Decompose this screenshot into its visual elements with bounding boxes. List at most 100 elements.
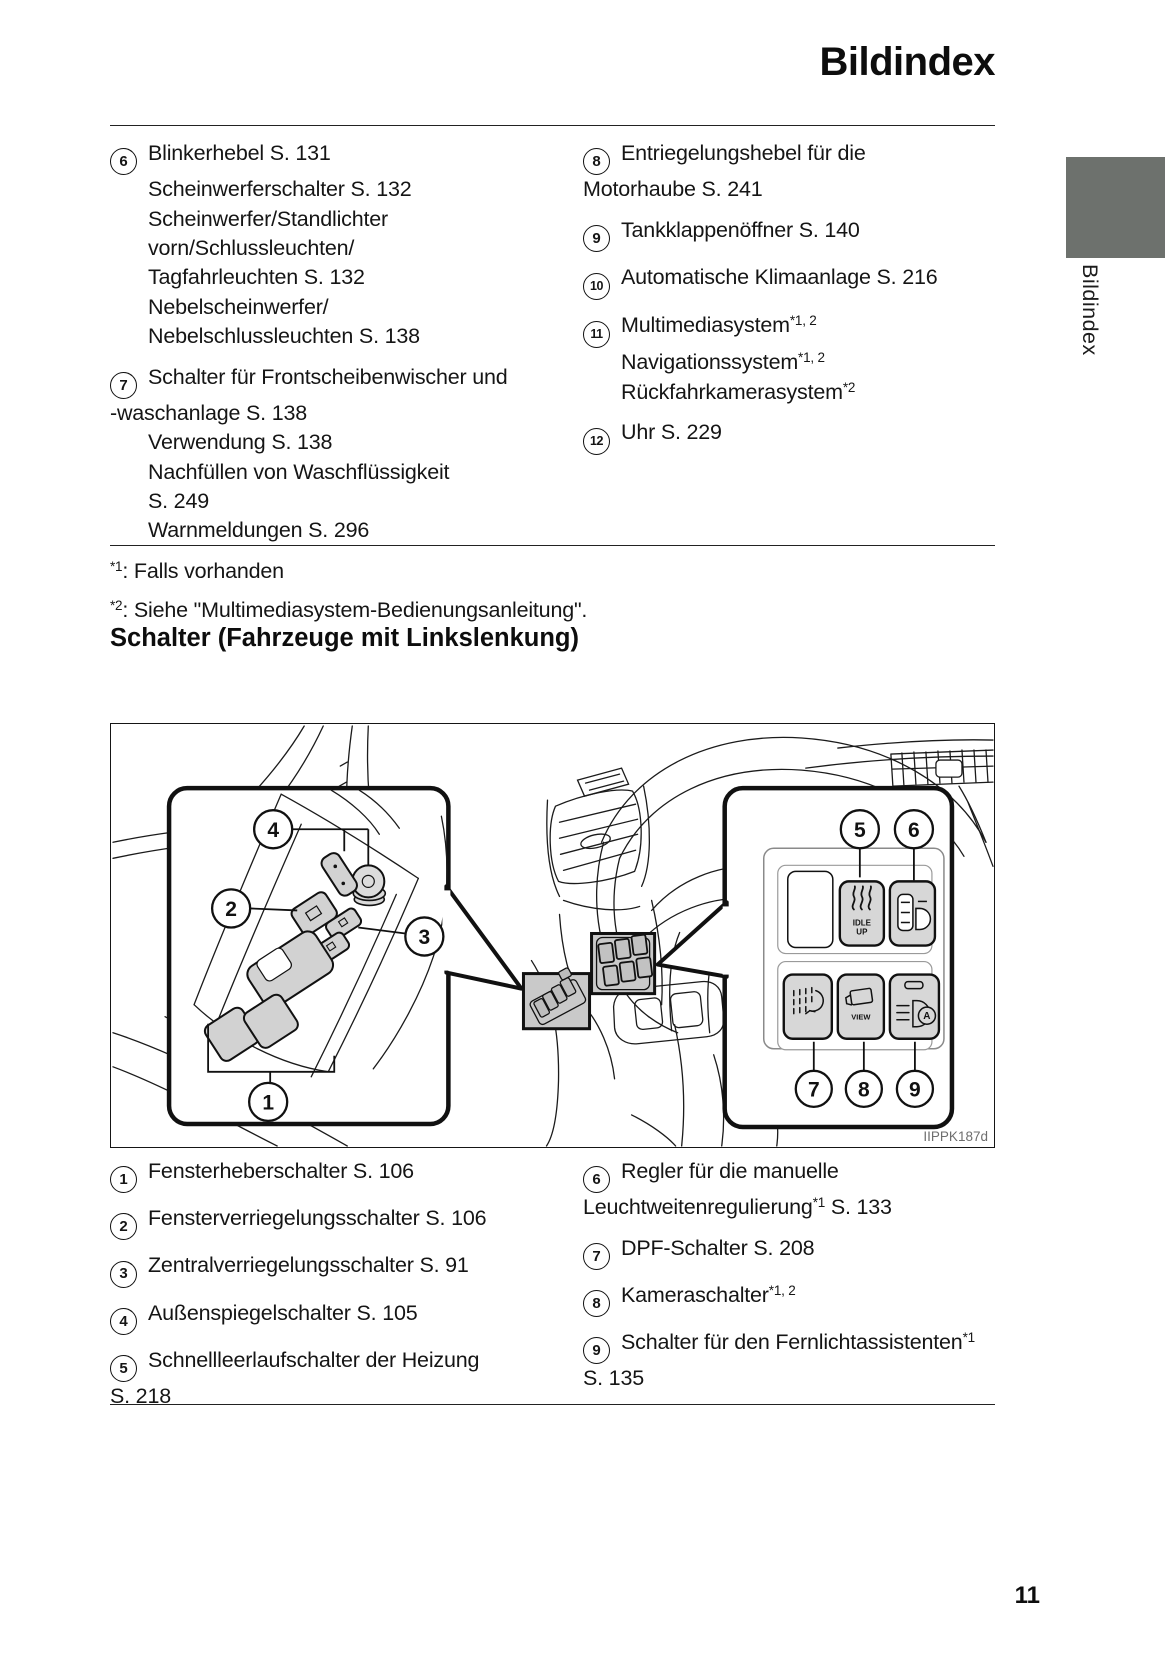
item-text: Warnmeldungen S. 296: [148, 518, 370, 543]
item-text: Fensterverriegelungsschalter S. 106: [148, 1206, 487, 1231]
item-text: Tagfahrleuchten S. 132: [148, 265, 365, 290]
item-number-badge: 9: [583, 1337, 610, 1365]
item-number-badge: 9: [583, 224, 610, 252]
callout-7: 7: [808, 1078, 820, 1101]
item-first-line: 7 DPF-Schalter S. 208: [583, 1234, 1001, 1270]
item-number-badge: 10: [583, 273, 610, 301]
item-first-line: 12 Uhr S. 229: [583, 418, 1001, 456]
item-text: Uhr S. 229: [621, 420, 722, 445]
lock-switch: [324, 907, 363, 941]
item-number-badge: 4: [110, 1307, 137, 1335]
item-first-line: 3 Zentralverriegelungsschalter S. 91: [110, 1251, 578, 1288]
callout-lines: [207, 828, 916, 1083]
item-number-badge: 8: [583, 148, 610, 176]
item-text: Außenspiegelschalter S. 105: [148, 1300, 418, 1325]
list-item: 10 Automatische Klimaanlage S. 216: [583, 263, 1001, 301]
item-text: Nebelscheinwerfer/: [148, 294, 329, 319]
passenger-window-switch: [242, 993, 299, 1049]
item-text: Scheinwerfer/Standlichter: [148, 206, 388, 231]
switch-plate: IDLE UP: [762, 847, 945, 1051]
footer-rule: [110, 1404, 995, 1405]
item-number-badge: 3: [110, 1260, 137, 1288]
callout-6: 6: [908, 819, 920, 842]
camera-view-button: VIEW: [836, 973, 886, 1040]
item-text: Tankklappenöffner S. 140: [621, 217, 860, 242]
door-switch-zoom-box: [521, 967, 592, 1031]
door-switches: [203, 852, 387, 1062]
item-text: Nachfüllen von Waschflüssigkeit: [148, 459, 450, 484]
list-item: 11 Multimediasystem*1, 2 Navigationssystem…: [583, 311, 1001, 407]
list-item: 7 DPF-Schalter S. 208: [583, 1234, 1001, 1270]
dpf-button: [782, 973, 834, 1040]
dashboard-diagram: IDLE UP: [112, 725, 994, 1147]
auto-high-beam-button: A: [888, 973, 941, 1040]
item-first-line: 7 Schalter für Frontscheibenwischer und: [110, 363, 578, 399]
list-item: 4 Außenspiegelschalter S. 105: [110, 1299, 578, 1335]
item-text: Scheinwerferschalter S. 132: [148, 177, 412, 202]
item-first-line: 9 Schalter für den Fernlichtassistenten*1: [583, 1328, 1001, 1365]
page-number: 11: [1014, 1582, 1040, 1609]
heat-waves-icon: [851, 885, 872, 911]
list-item: 7 Schalter für Frontscheibenwischer und -w…: [110, 363, 578, 546]
callout-5: 5: [854, 819, 866, 842]
headlight-leveling-button: [888, 880, 937, 947]
item-text: Fensterheberschalter S. 106: [148, 1159, 414, 1183]
auto-letter: A: [923, 1011, 930, 1022]
item-text: DPF-Schalter S. 208: [621, 1235, 815, 1260]
item-number-badge: 6: [583, 1166, 610, 1194]
leveling-dial-icon: [897, 893, 932, 932]
item-text: Motorhaube S. 241: [583, 177, 763, 202]
item-number-badge: 7: [583, 1242, 610, 1270]
idle-up-label-2: UP: [856, 927, 868, 936]
callout-8: 8: [858, 1078, 870, 1101]
callout-2: 2: [225, 898, 237, 921]
window-lock-switch: [290, 891, 338, 936]
item-text: Multimediasystem*1, 2: [621, 313, 817, 338]
item-first-line: 4 Außenspiegelschalter S. 105: [110, 1299, 578, 1335]
item-text: vorn/Schlussleuchten/: [148, 236, 355, 261]
item-first-line: 6 Regler für die manuelle: [583, 1157, 1001, 1194]
item-number-badge: 7: [110, 371, 137, 399]
item-text: S. 135: [583, 1366, 644, 1391]
item-text: S. 218: [110, 1384, 171, 1409]
item-text: Schalter für den Fernlichtassistenten*1: [621, 1330, 975, 1355]
item-text: Automatische Klimaanlage S. 216: [621, 264, 938, 289]
list-item: 5 Schnellleerlaufschalter der Heizung S. 2…: [110, 1346, 578, 1412]
right-panel-pointer: [655, 900, 729, 979]
item-text: Schnellleerlaufschalter der Heizung: [148, 1347, 480, 1372]
dpf-filter-icon: [793, 986, 824, 1015]
left-panel-pointer: [444, 884, 524, 991]
view-label: VIEW: [851, 1013, 871, 1022]
item-text: Rückfahrkamerasystem*2: [621, 379, 856, 404]
item-number-badge: 5: [110, 1355, 137, 1383]
item-text: Navigationssystem*1, 2: [621, 350, 825, 375]
item-text: Blinkerhebel S. 131: [148, 141, 331, 165]
item-text: Schalter für Frontscheibenwischer und: [148, 364, 508, 389]
item-text: Kameraschalter*1, 2: [621, 1282, 796, 1307]
callout-1: 1: [262, 1091, 274, 1114]
item-text: -waschanlage S. 138: [110, 400, 307, 425]
item-number-badge: 12: [583, 428, 610, 456]
item-text: Leuchtweitenregulierung*1 S. 133: [583, 1195, 892, 1220]
item-number-badge: 6: [110, 148, 137, 176]
item-text: Zentralverriegelungsschalter S. 91: [148, 1253, 469, 1278]
item-text: Nebelschlussleuchten S. 138: [148, 324, 420, 349]
chapter-tab-marker: [1066, 157, 1165, 258]
empty-switch-slot: [787, 870, 834, 949]
idle-up-label-1: IDLE: [853, 918, 872, 927]
item-first-line: 6 Blinkerhebel S. 131: [110, 139, 578, 176]
footnote: *1: Falls vorhanden: [110, 559, 284, 583]
header-rule: [110, 125, 995, 126]
item-first-line: 10 Automatische Klimaanlage S. 216: [583, 263, 1001, 301]
item-text: Regler für die manuelle: [621, 1159, 839, 1183]
callout-3: 3: [419, 926, 431, 949]
item-number-badge: 11: [583, 321, 610, 349]
